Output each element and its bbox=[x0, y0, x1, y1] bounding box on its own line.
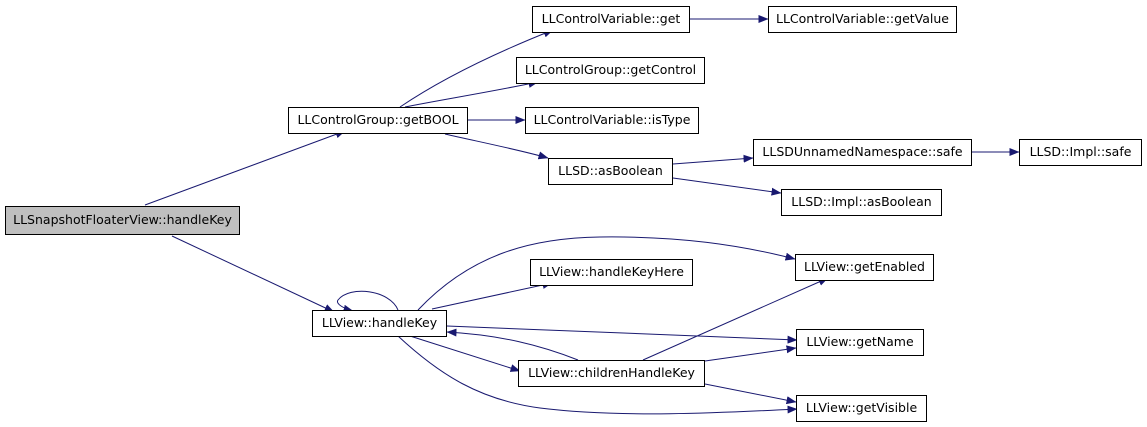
node-llcontrolgroup-getcontrol[interactable]: LLControlGroup::getControl bbox=[516, 57, 705, 84]
edge-getbool-to-asboolean bbox=[444, 133, 549, 160]
node-llsd-impl-safe[interactable]: LLSD::Impl::safe bbox=[1019, 139, 1142, 166]
edge-asboolean-to-unnamedsafe bbox=[672, 154, 754, 165]
edge-handlekey-to-getvisible bbox=[397, 335, 798, 415]
edge-childrenhandlekey-to-getenabled bbox=[642, 277, 829, 361]
edge-asboolean-to-implasboolean bbox=[672, 177, 782, 196]
edge-handlekey-self-loop bbox=[336, 290, 399, 313]
edge-childrenhandlekey-to-getname bbox=[704, 345, 797, 362]
node-llcontrolgroup-getbool[interactable]: LLControlGroup::getBOOL bbox=[288, 107, 468, 134]
edge-handlekey-to-getname bbox=[446, 325, 798, 344]
edge-root-to-handlekey bbox=[171, 235, 335, 313]
edge-childrenhandlekey-to-handlekey bbox=[446, 328, 579, 361]
node-llsd-asboolean[interactable]: LLSD::asBoolean bbox=[548, 158, 673, 185]
node-llcontrolvariable-istype[interactable]: LLControlVariable::isType bbox=[525, 107, 699, 134]
node-llview-getname[interactable]: LLView::getName bbox=[796, 329, 924, 356]
edge-handlekey-to-handlekeyhere bbox=[431, 281, 553, 310]
node-llsd-impl-asboolean[interactable]: LLSD::Impl::asBoolean bbox=[781, 189, 942, 216]
node-llview-getenabled[interactable]: LLView::getEnabled bbox=[795, 254, 934, 281]
node-llcontrolvariable-getvalue[interactable]: LLControlVariable::getValue bbox=[768, 6, 957, 33]
edge-getbool-to-getcontrol bbox=[404, 80, 539, 108]
edge-handlekey-to-childrenhandlekey bbox=[409, 335, 521, 372]
node-llview-handlekeyhere[interactable]: LLView::handleKeyHere bbox=[530, 259, 693, 286]
edge-childrenhandlekey-to-getvisible bbox=[704, 383, 797, 405]
node-llview-handlekey[interactable]: LLView::handleKey bbox=[312, 310, 447, 337]
node-llcontrolvariable-get[interactable]: LLControlVariable::get bbox=[532, 6, 690, 33]
edge-getbool-to-get bbox=[399, 29, 554, 108]
node-llsnapshotfloaterview-handlekey: LLSnapshotFloaterView::handleKey bbox=[5, 206, 240, 235]
edge-root-to-getbool bbox=[144, 130, 346, 206]
node-llview-childrenhandlekey[interactable]: LLView::childrenHandleKey bbox=[518, 360, 705, 387]
node-llview-getvisible[interactable]: LLView::getVisible bbox=[796, 395, 927, 422]
edge-handlekey-to-getenabled bbox=[417, 236, 796, 311]
node-llsdunnamednamespace-safe[interactable]: LLSDUnnamedNamespace::safe bbox=[753, 139, 972, 166]
